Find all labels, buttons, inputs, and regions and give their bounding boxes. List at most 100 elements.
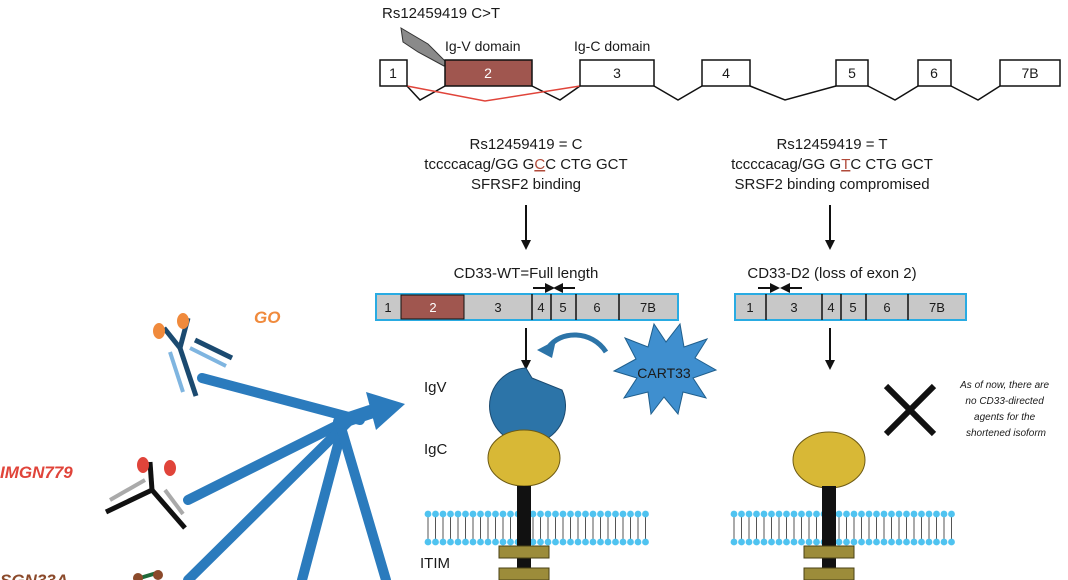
cart33-starburst-icon: [612, 322, 718, 416]
intron-line: [950, 85, 1001, 101]
agent-arrow-line: [183, 415, 355, 580]
gene-exon: [917, 59, 952, 87]
d2-membrane-lipid-head: [888, 510, 895, 518]
transcript-exon-2: [400, 294, 465, 320]
allele-c-block: Rs12459419 = C tccccacag/GG GCC CTG GCT …: [424, 136, 628, 250]
d2-membrane-lipid-head: [738, 538, 745, 546]
d2-membrane-lipid-head: [910, 538, 918, 546]
agent-arrow-line: [297, 417, 349, 580]
go-label: GO: [254, 308, 280, 327]
agent-arrows: [183, 373, 405, 580]
d2-membrane-lipid-head: [940, 538, 948, 546]
transcript-exon-label: 6: [593, 300, 600, 315]
wt-itim-motif: [498, 567, 550, 580]
d2-membrane-lipid-head: [850, 510, 858, 518]
wt-membrane-lipid-head: [559, 538, 567, 546]
gene-exon-label: 2: [484, 65, 492, 81]
wt-membrane-lipid-head: [507, 538, 514, 546]
wt-membrane-lipid-head: [432, 538, 439, 546]
d2-membrane-lipid-head: [835, 538, 843, 546]
wt-membrane-lipid-head: [484, 510, 492, 518]
d2-membrane-lipid-head: [925, 510, 933, 518]
d2-membrane-lipid-head: [768, 538, 775, 546]
d2-membrane-lipid-head: [813, 510, 820, 518]
wt-membrane-lipid-head: [642, 510, 649, 518]
igc-domain-label: Ig-C domain: [574, 38, 650, 54]
d2-membrane-lipid-head: [745, 538, 753, 546]
d2-membrane-lipid-head: [865, 510, 873, 518]
d2-membrane-lipid-head: [843, 510, 850, 518]
d2-membrane-lipid-head: [790, 538, 798, 546]
d2-membrane-lipid-head: [873, 538, 880, 546]
sgn33a-antibody-icon: [133, 570, 163, 580]
transcript-exon-label: 3: [790, 300, 797, 315]
wt-membrane-lipid-head: [432, 510, 439, 518]
wt-membrane-lipid-head: [559, 510, 567, 518]
curved-arrow: [545, 332, 609, 354]
wt-membrane-lipid-head: [507, 510, 514, 518]
d2-membrane-lipid-head: [768, 510, 775, 518]
d2-membrane-lipid-head: [775, 538, 783, 546]
d2-membrane-lipid-head: [843, 538, 850, 546]
d2-membrane-lipid-head: [813, 538, 820, 546]
d2-membrane-lipid-head: [783, 538, 790, 546]
wt-membrane-lipid-head: [454, 510, 462, 518]
wt-membrane-lipid-head: [582, 538, 589, 546]
wt-membrane-lipid-head: [424, 538, 432, 546]
snp-pointer-icon: [400, 27, 449, 67]
d2-membrane-lipid-head: [888, 538, 895, 546]
d2-membrane-lipid-head: [880, 510, 888, 518]
wt-membrane-lipid-head: [597, 510, 604, 518]
transcript-exon-label: 1: [746, 300, 753, 315]
transcript-exon-label: 3: [494, 300, 501, 315]
imgn779-label: IMGN779: [0, 463, 73, 482]
allele-t-sequence: tccccacag/GG GTC CTG GCT: [731, 156, 933, 173]
gene-exon-label: 5: [848, 65, 856, 81]
igv-label: IgV: [424, 379, 447, 396]
transcript-d2-title: CD33-D2 (loss of exon 2): [747, 265, 916, 282]
allele-t-block: Rs12459419 = T tccccacag/GG GTC CTG GCT …: [731, 136, 933, 250]
wt-membrane-lipid-head: [619, 510, 627, 518]
transcript-exon-label: 2: [429, 300, 436, 315]
d2-membrane-lipid-head: [805, 538, 813, 546]
agents-panel: GO IMGN779 SGN33A: [0, 308, 405, 580]
intron-line: [531, 85, 581, 101]
gene-exon: [444, 59, 533, 87]
wt-membrane-lipid-head: [552, 510, 559, 518]
wt-membrane-lipid-head: [589, 538, 597, 546]
wt-membrane-lipid-head: [492, 538, 499, 546]
transcript-d2: CD33-D2 (loss of exon 2) 1 3 4 5 6 7B: [734, 265, 967, 370]
d2-itim-motif: [803, 545, 855, 559]
wt-transmembrane-stalk: [517, 486, 531, 580]
d2-transmembrane-stalk: [822, 486, 836, 580]
sgn33a-label: SGN33A: [0, 571, 68, 580]
agent-arrow-head-icon: [366, 392, 405, 430]
wt-membrane-lipid-head: [529, 510, 537, 518]
wt-membrane-lipid-head: [469, 510, 477, 518]
d2-membrane-lipid-head: [730, 538, 738, 546]
wt-membrane-lipid-head: [447, 538, 454, 546]
transcript-exon-label: 4: [537, 300, 544, 315]
d2-membrane-lipid-head: [790, 510, 798, 518]
itim-label: ITIM: [420, 555, 450, 572]
d2-membrane-lipid-head: [940, 510, 948, 518]
d2-membrane-lipid-head: [858, 538, 865, 546]
allele-c-sequence: tccccacag/GG GCC CTG GCT: [424, 156, 627, 173]
wt-membrane-lipid-head: [604, 510, 612, 518]
gene-exon-label: 7B: [1021, 65, 1038, 81]
d2-membrane-lipid-head: [753, 510, 760, 518]
d2-membrane-lipid-head: [805, 510, 813, 518]
wt-membrane-lipid-head: [484, 538, 492, 546]
wt-membrane-lipid-head: [499, 510, 507, 518]
wt-membrane-lipid-head: [552, 538, 559, 546]
wt-membrane-lipid-head: [574, 538, 582, 546]
igc-domain-shape: [487, 429, 561, 487]
intron-line: [653, 85, 703, 101]
wt-membrane-lipid-head: [492, 510, 499, 518]
cart33-group: CART33: [537, 322, 718, 416]
d2-membrane-lipid-head: [948, 510, 955, 518]
d2-membrane-lipid-head: [753, 538, 760, 546]
allele-t-variant-base: T: [841, 156, 850, 173]
agent-arrow-line: [333, 405, 377, 429]
gene-exon: [701, 59, 751, 87]
